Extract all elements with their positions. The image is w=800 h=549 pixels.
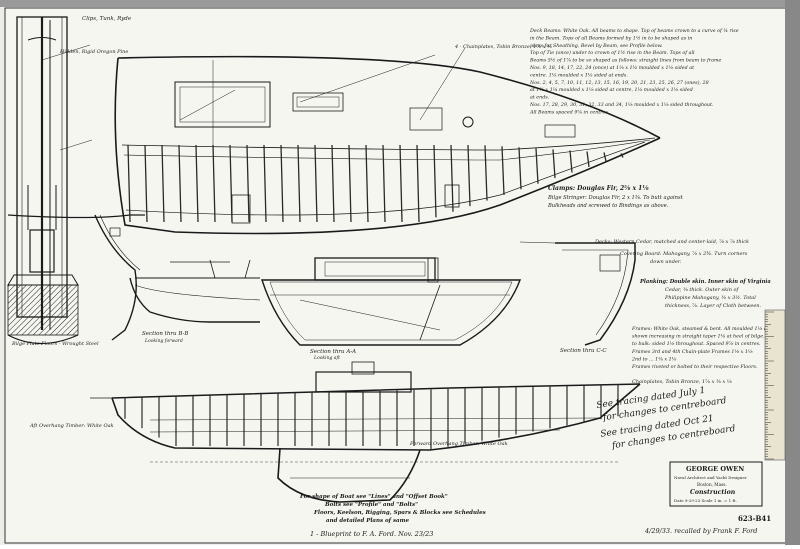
drawing-number: 623-B41: [738, 514, 771, 523]
bilge-plate-note: Bilge Plate Floors - Wrought Steel: [11, 341, 99, 347]
deck-frame-line: [263, 144, 267, 223]
deck-frame-line: [331, 144, 335, 223]
deck-note-line-2: in the Beam. Tops of all Beams formed by…: [530, 34, 692, 41]
section-a-a: [261, 257, 522, 346]
section-c-c: [519, 241, 636, 346]
stamp-line-1: Naval Architect and Yacht Designer: [674, 475, 747, 480]
decks-line-2: Covering Board: Mahogany, ⅞ x 2¾. Turn c…: [620, 250, 748, 257]
svg-text:Deck Beams: White Oak. All bea: Deck Beams: White Oak. All beams to shap…: [529, 27, 739, 115]
deck-note-line-3: plans for Sheathing, Bevel by Beam, see …: [530, 43, 663, 49]
deck-note-line-6: Nos. 9, 18, 14, 17, 22, 24 (once) at 1⅛ …: [529, 64, 694, 71]
fwd-overhang-note: Forward Overhang Timber: White Oak: [409, 441, 508, 447]
deck-frame-line: [620, 153, 624, 158]
section-a-a-sub: Looking aft: [313, 355, 340, 361]
deck-frame-line: [297, 144, 301, 223]
chainplate-top-label: 4 - Chainplates, Tobin Bronze, 1⅞ x ⅜: [454, 44, 552, 50]
profile-frames: [124, 384, 619, 450]
frames-note-line-5: 2nd to ... 1⅛ x 1⅛: [631, 356, 677, 362]
planking-line-2: Cedar, ⅜ thick. Outer skin of: [665, 287, 740, 293]
deck-frame-line: [399, 144, 403, 223]
hidden-note: Hidden, Rigid Oregon Pine: [59, 49, 128, 55]
deck-frame-line: [484, 145, 488, 201]
deck-frame-line: [467, 144, 471, 207]
frames-note-line-3: to bulk: sided 1⅛ throughout. Spaced 9⅞ …: [632, 341, 761, 347]
deck-frame-line: [535, 148, 539, 184]
mast-detail: [7, 16, 93, 344]
deck-note-line-9: at 1¼ x 1¼ moulded x 1⅛ sided at centre,…: [530, 86, 693, 93]
deck-frame-line: [603, 152, 607, 162]
deck-frame-line: [501, 146, 505, 195]
stamp-title: GEORGE OWEN: [686, 465, 744, 473]
deck-frame-line: [348, 144, 352, 223]
deck-frame-line: [552, 149, 556, 179]
deck-note-line-4: Top of Tie (once) under to crown of 1½ r…: [530, 49, 695, 56]
mast-section-hull: [7, 214, 145, 341]
frames-note-line-4: Frames 3rd and 4th Chain-plate Frames 1⅛…: [631, 349, 753, 355]
deck-frame-line: [416, 144, 420, 223]
deck-note-line-8: Nos. 2, 4, 5, 7, 10, 11, 12, 13, 15, 16,…: [529, 79, 709, 86]
frames-notes: Frames: White Oak, steamed & bent. All m…: [631, 326, 785, 370]
deck-frame-line: [178, 144, 182, 223]
deck-frame-line: [144, 144, 148, 223]
planking-line-3: Philippine Mahogany, ⅜ x 3½. Total: [664, 294, 756, 301]
deck-note-line-10: at ends.: [530, 95, 550, 101]
deck-frame-line: [382, 144, 386, 223]
frames-note-line-2: shown increasing in straight taper 1⅛ at…: [632, 334, 773, 340]
deck-frame-line: [280, 144, 284, 223]
deck-note-line-1: Deck Beams: White Oak. All beams to shap…: [529, 27, 739, 34]
bottom-note-2: Bolts see "Profile" and "Bolts": [324, 502, 418, 508]
stamp-line-2: Boston, Mass.: [697, 482, 727, 487]
bottom-note-3: Floors, Keelson, Rigging, Spars & Blocks…: [313, 510, 486, 516]
aft-overhang-note: Aft Overhang Timber: White Oak: [29, 423, 114, 429]
deck-frame-line: [246, 144, 250, 223]
deck-beams-notes: Deck Beams: White Oak. All beams to shap…: [529, 27, 739, 115]
bottom-note-1: For shape of Boat see "Lines" and "Offse…: [299, 494, 448, 500]
deck-frame-line: [212, 144, 216, 223]
chainplate-label: Chainplates, Tobin Bronze, 1⅞ x ⅜ x ⅛: [632, 379, 732, 385]
deck-note-line-7: centre. 1⅛ moulded x 1⅛ sided at ends.: [530, 72, 628, 78]
deck-frame-line: [433, 144, 437, 218]
deck-frame-line: [450, 144, 454, 212]
measuring-ruler: [764, 309, 786, 461]
deck-frame-line: [569, 150, 573, 173]
title-stamp: GEORGE OWEN Naval Architect and Yacht De…: [669, 461, 763, 507]
deck-frame-line: [586, 151, 590, 167]
deck-frame-line: [127, 144, 131, 223]
stamp-line-4: Date 9-29-23 Scale 1 in. = 1 ft.: [674, 498, 737, 503]
frames-note-line-1: Frames: White Oak, steamed & bent. All m…: [631, 326, 785, 332]
deck-plan: [114, 47, 661, 235]
deck-frame-line: [161, 144, 165, 223]
deck-frame-line: [195, 144, 199, 223]
deck-frame-line: [518, 147, 522, 190]
deck-note-line-11: Nos. 17, 28, 29, 30, 31, 32, 33 and 34, …: [529, 102, 714, 108]
clamps-line-1: Clamps: Douglas Fir, 2⅝ x 1⅛: [548, 185, 649, 192]
deck-frame-line: [314, 144, 318, 223]
signature-1: 1 - Blueprint to F. A. Ford. Nov. 23/23: [310, 530, 433, 538]
planking-line-4: thickness, ⅞. Layer of Cloth between.: [665, 303, 762, 309]
frames-note-line-6: Frames riveted or bolted to their respec…: [631, 364, 758, 370]
section-b-b: [129, 259, 261, 323]
profile-drawing: [90, 361, 641, 503]
decks-line-3: down under.: [650, 259, 682, 265]
stamp-line-3: Construction: [690, 489, 736, 496]
signature-2: 4/29/33. recalled by Frank F. Ford: [644, 527, 757, 535]
deck-frame-line: [365, 144, 369, 223]
decks-line-1: Decks: Western Cedar, matched and center…: [594, 239, 749, 245]
svg-text:Frames: White Oak, steamed & b: Frames: White Oak, steamed & bent. All m…: [631, 326, 785, 370]
bottom-note-4: and detailed Plans of same: [326, 518, 409, 524]
deck-note-line-5: Beams 5½ of 1⅞ to be so shaped as follow…: [529, 57, 722, 64]
clamps-line-2: Bilge Stringer: Douglas Fir, 2 x 1⅜. To …: [547, 195, 684, 201]
clips-note: Clips, Tunk, Ryde: [82, 16, 132, 22]
section-c-c-title: Section thru C-C: [560, 348, 607, 354]
deck-note-line-12: All Beams spaced 9⅞ in centres.: [529, 109, 610, 115]
section-b-b-title: Section thru B-B: [142, 331, 188, 337]
scan-edge-top: [0, 0, 800, 7]
section-a-a-title: Section thru A-A: [310, 349, 356, 355]
clamps-line-3: Bulkheads and screwed to Bindings as abo…: [547, 203, 669, 209]
scan-edge-right: [785, 0, 800, 545]
section-b-b-sub: Looking forward: [144, 338, 183, 344]
planking-line-1: Planking: Double skin. Inner skin of Vir…: [639, 279, 771, 285]
